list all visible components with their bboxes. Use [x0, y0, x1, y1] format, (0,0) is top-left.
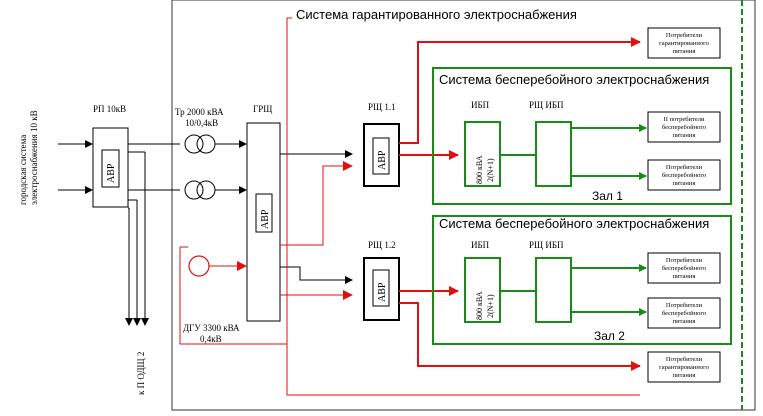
consumer-ups-2a-line3: питания	[673, 273, 696, 280]
ups2-box-line2: 2(N+1)	[486, 294, 495, 318]
consumer-guaranteed-top-line2: гарантированного	[659, 40, 709, 47]
ups1-rsch-ibp-label: РЩ ИБП	[529, 100, 564, 110]
consumer-ups-1a: II потребители бесперебойного питания	[647, 111, 721, 143]
transformer-1-icon	[184, 134, 216, 154]
consumer-ups-2b-line3: питания	[673, 318, 696, 325]
generator-icon	[188, 255, 210, 277]
consumer-ups-1a-line2: бесперебойного	[662, 124, 706, 131]
consumer-guaranteed-top-line3: питания	[673, 48, 696, 55]
tr-label-1: Тр 2000 кВА	[175, 107, 224, 117]
hall2-label: Зал 2	[594, 329, 625, 343]
rsch12-avr-box	[372, 269, 390, 307]
grsch-label: ГРЩ	[253, 104, 272, 114]
consumer-ups-1a-line1: II потребители	[664, 116, 705, 123]
consumer-ups-1b: Потребители бесперебойного питания	[647, 159, 721, 191]
consumer-guaranteed-bottom-line1: Потребители	[666, 356, 703, 363]
consumer-ups-2a-line2: бесперебойного	[662, 265, 706, 272]
ups1-ibp-label: ИБП	[471, 100, 490, 110]
ups2-box-line1: 800 кВА	[475, 291, 484, 320]
rsch12-to-consumer-bottom	[399, 302, 641, 371]
rsch11-avr-text: АВР	[377, 150, 388, 170]
consumer-ups-1a-line3: питания	[673, 132, 696, 139]
grsch-avr-box	[255, 193, 273, 233]
consumer-ups-2b-line2: бесперебойного	[662, 310, 706, 317]
city-network-label-1: городская система	[18, 135, 28, 205]
rp-avr-text: АВР	[106, 163, 117, 183]
ups-system-2-title: Система бесперебойного электроснабжения	[439, 216, 709, 231]
guaranteed-system-title: Система гарантированного электроснабжени…	[296, 7, 577, 22]
consumer-ups-2a-line1: Потребители	[666, 257, 703, 264]
red-frame-wire	[286, 17, 292, 344]
city-network-label-2: электроснабжения 10 кВ	[29, 110, 39, 205]
rp-avr-box	[101, 149, 120, 188]
rsch12-label: РЩ 1.2	[368, 240, 396, 250]
ups1-box	[464, 121, 501, 187]
grsch-to-rsch12-black	[280, 266, 353, 284]
ups-system-2-frame	[432, 215, 732, 345]
consumer-guaranteed-bottom-line3: питания	[673, 372, 696, 379]
consumer-ups-1b-line1: Потребители	[666, 164, 703, 171]
transformer-2-icon	[184, 180, 216, 200]
consumer-ups-2a: Потребители бесперебойного питания	[647, 252, 721, 284]
grsch-to-rsch11-red	[280, 161, 353, 246]
ups1-box-line1: 800 кВА	[475, 155, 484, 184]
ups-system-1-frame	[432, 67, 732, 205]
consumer-ups-2b-line1: Потребители	[666, 302, 703, 309]
ups2-ibp-label: ИБП	[471, 240, 490, 250]
rsch11-label: РЩ 1.1	[368, 102, 396, 112]
dgu-label-1: ДГУ 3300 кВА	[183, 323, 240, 333]
rp-label: РП 10кВ	[93, 104, 126, 114]
ups1-rsch-ibp-box	[535, 121, 572, 187]
rsch11-to-consumer-top	[399, 37, 641, 144]
tr-label-2: 10/0,4кВ	[185, 118, 218, 128]
dgu-label-2: 0,4кВ	[200, 334, 222, 344]
rsch12-avr-text: АВР	[377, 282, 388, 302]
to-odsch2-label: к П ОДЩ 2	[136, 352, 146, 395]
consumer-ups-2b: Потребители бесперебойного питания	[647, 297, 721, 329]
consumer-guaranteed-top-line1: Потребители	[666, 32, 703, 39]
red-bottom-wire	[180, 343, 640, 396]
ups-system-1-title: Система бесперебойного электроснабжения	[439, 72, 709, 87]
ups2-rsch-ibp-box	[535, 257, 572, 323]
consumer-ups-1b-line2: бесперебойного	[662, 172, 706, 179]
rsch12-box	[363, 257, 400, 321]
grsch-avr-text: АВР	[260, 209, 271, 229]
rsch11-avr-box	[372, 137, 390, 175]
ups1-box-line2: 2(N+1)	[486, 158, 495, 182]
consumer-guaranteed-top: Потребители гарантированного питания	[647, 27, 721, 59]
ups2-box	[464, 257, 501, 323]
consumer-ups-1b-line3: питания	[673, 180, 696, 187]
guaranteed-system-frame	[171, 0, 756, 411]
consumer-guaranteed-bottom: Потребители гарантированного питания	[647, 351, 721, 383]
consumer-guaranteed-bottom-line2: гарантированного	[659, 364, 709, 371]
ups2-rsch-ibp-label: РЩ ИБП	[529, 240, 564, 250]
hall1-label: Зал 1	[592, 189, 623, 203]
